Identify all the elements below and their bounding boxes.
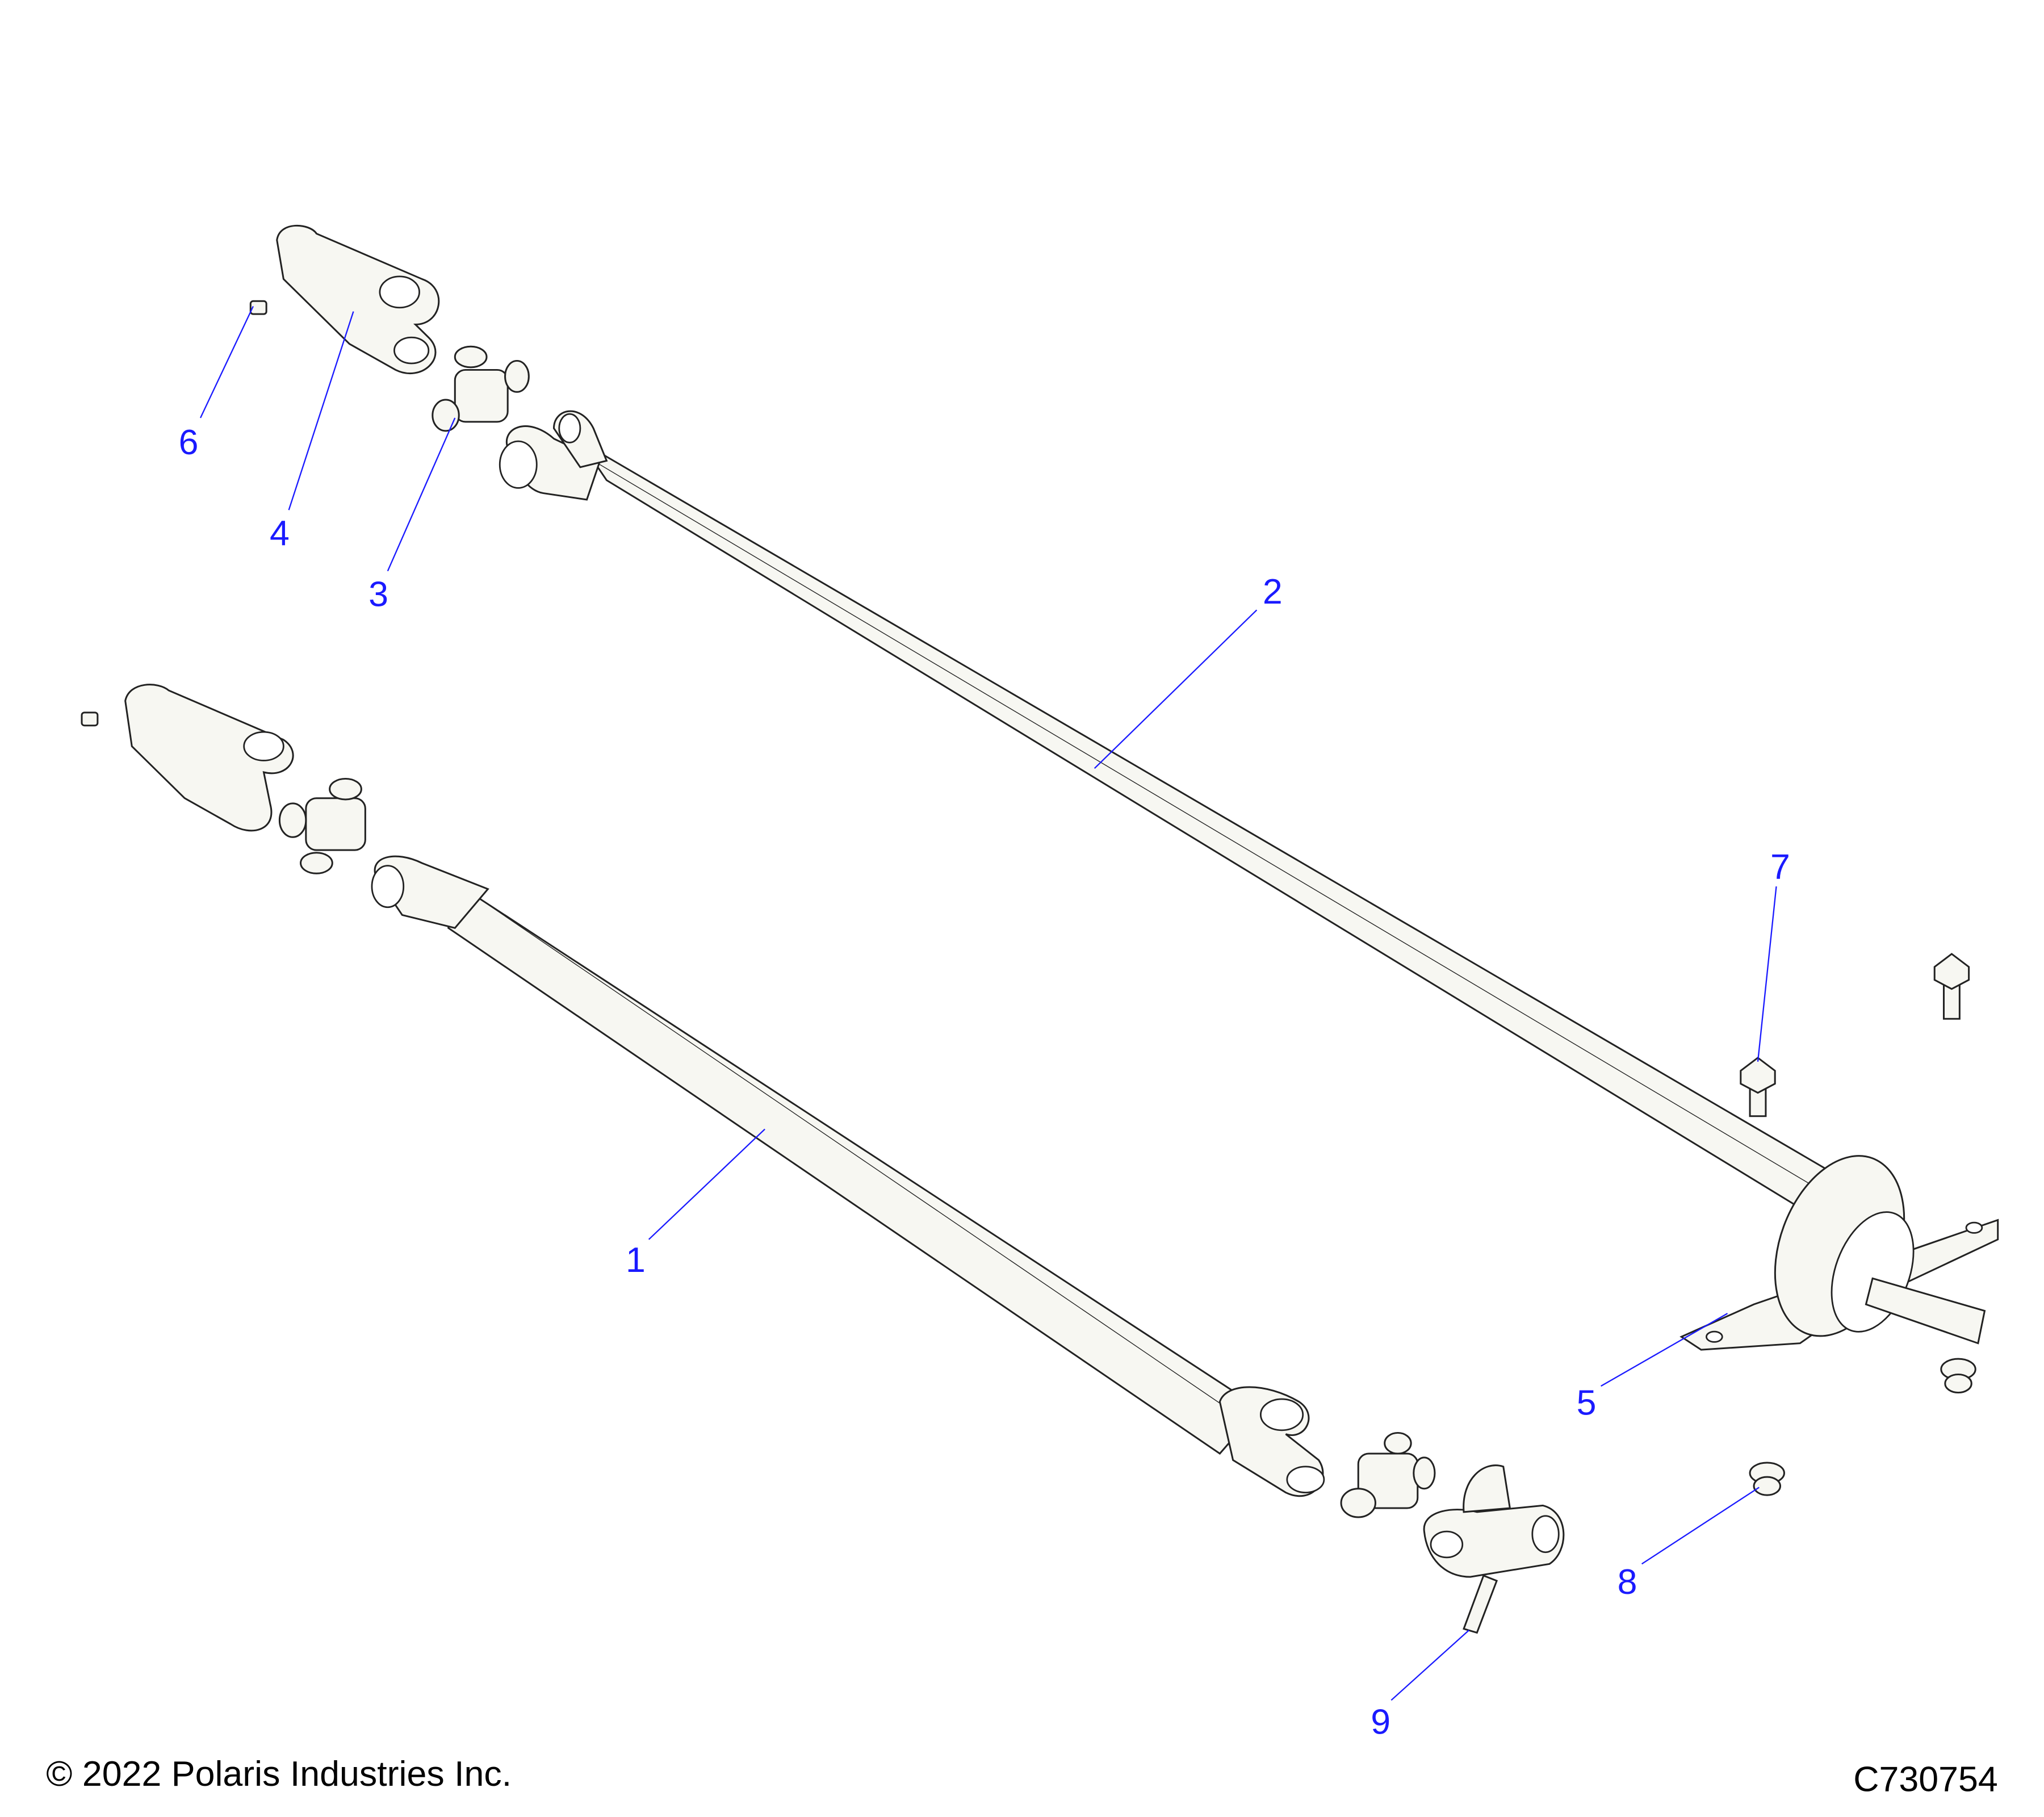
callout-5: 5 (1577, 1384, 1597, 1422)
leader-line-6 (199, 305, 254, 418)
yoke-rear (1423, 1464, 1565, 1578)
nut-8-secondary (1940, 1358, 1976, 1394)
nut-8 (1749, 1462, 1785, 1496)
callout-8: 8 (1618, 1563, 1637, 1601)
callout-1: 1 (626, 1241, 646, 1279)
leader-line-2 (1094, 609, 1258, 769)
callout-4: 4 (270, 514, 290, 552)
leader-line-7 (1757, 886, 1777, 1062)
bolt-7-secondary (1933, 953, 1970, 1020)
leader-line-8 (1641, 1487, 1760, 1565)
figure-id: C730754 (1853, 1760, 1998, 1799)
u-joint-front (278, 777, 366, 874)
bolt-7 (1740, 1056, 1776, 1117)
leader-line-9 (1390, 1630, 1470, 1701)
callout-6: 6 (179, 423, 199, 462)
u-joint-3 (432, 345, 530, 432)
front-prop-shaft-1 (371, 855, 1325, 1497)
leader-line-4 (288, 311, 354, 510)
grease-fitting-6 (249, 300, 267, 315)
slip-yoke-front (124, 684, 294, 832)
carrier-bearing-5 (1679, 1155, 1999, 1351)
slip-yoke-4 (276, 224, 440, 374)
roll-pin-9 (1463, 1574, 1498, 1634)
callout-2: 2 (1263, 572, 1283, 611)
callout-3: 3 (368, 575, 388, 614)
leader-line-1 (648, 1128, 765, 1240)
leader-line-5 (1601, 1313, 1728, 1387)
callout-7: 7 (1770, 848, 1790, 886)
callout-9: 9 (1371, 1703, 1390, 1741)
grease-fitting-front (81, 711, 99, 727)
copyright-text: © 2022 Polaris Industries Inc. (46, 1755, 512, 1794)
u-joint-rear (1340, 1431, 1436, 1518)
rear-prop-shaft-2 (499, 410, 1837, 1215)
leader-line-3 (387, 417, 456, 572)
